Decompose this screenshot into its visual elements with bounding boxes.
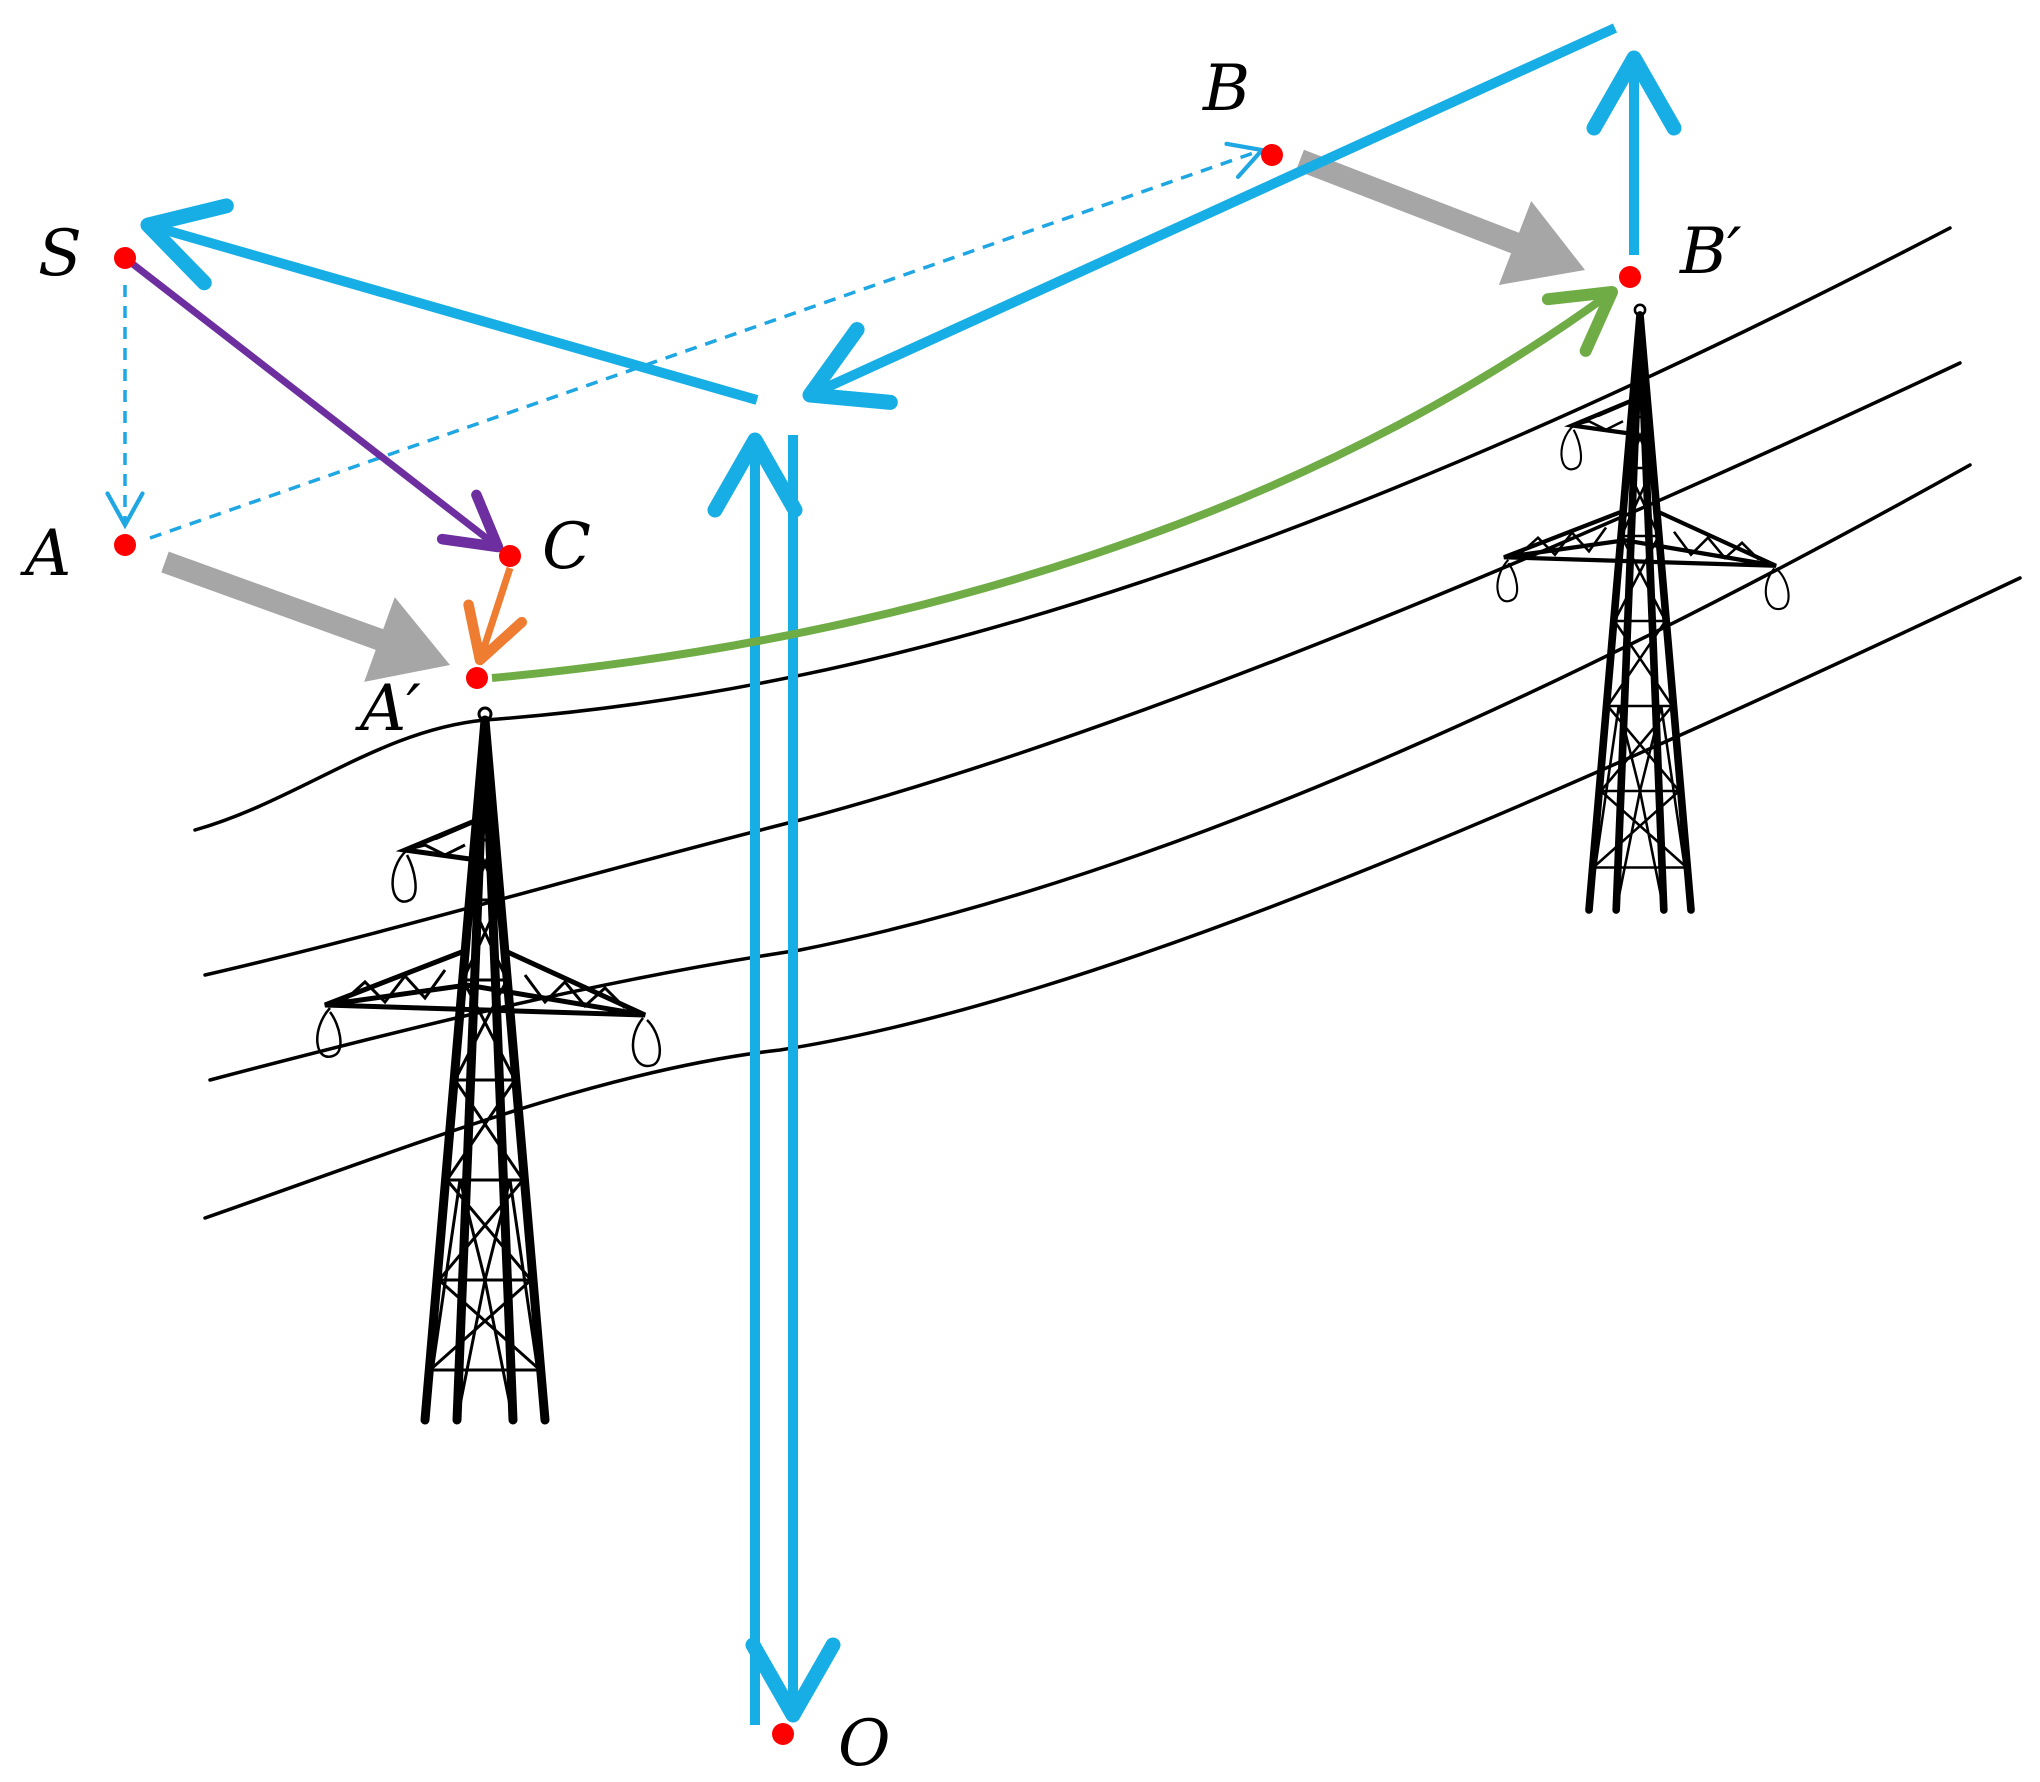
left-tower-icon <box>317 708 660 1420</box>
label-b: B <box>1202 52 1250 126</box>
label-s: S <box>38 217 82 291</box>
point-a <box>114 534 136 556</box>
c-to-a-prime-arrow <box>463 566 528 666</box>
a-to-a-prime-displacement-arrow <box>161 551 450 682</box>
point-a-prime <box>466 667 488 689</box>
s-to-c-arrow <box>122 255 504 553</box>
frame-to-s-arrow <box>140 198 759 405</box>
frame-top-segment <box>802 23 1618 410</box>
a-prime-to-b-prime-curve <box>491 286 1618 682</box>
label-a-prime: A′ <box>355 672 421 746</box>
wire-1 <box>193 226 1952 832</box>
point-o <box>772 1723 794 1745</box>
point-b <box>1261 144 1283 166</box>
point-s <box>114 247 136 269</box>
point-c <box>499 545 521 567</box>
b-to-b-prime-displacement-arrow <box>1296 149 1585 285</box>
label-c: C <box>542 510 591 584</box>
right-tower-icon <box>1497 305 1788 910</box>
wire-2 <box>203 361 1962 977</box>
a-to-b-dashed-projection <box>149 141 1267 540</box>
label-o: O <box>838 1707 890 1781</box>
label-a: A <box>20 517 71 591</box>
label-b-prime: B′ <box>1679 215 1742 289</box>
point-b-prime <box>1619 266 1641 288</box>
